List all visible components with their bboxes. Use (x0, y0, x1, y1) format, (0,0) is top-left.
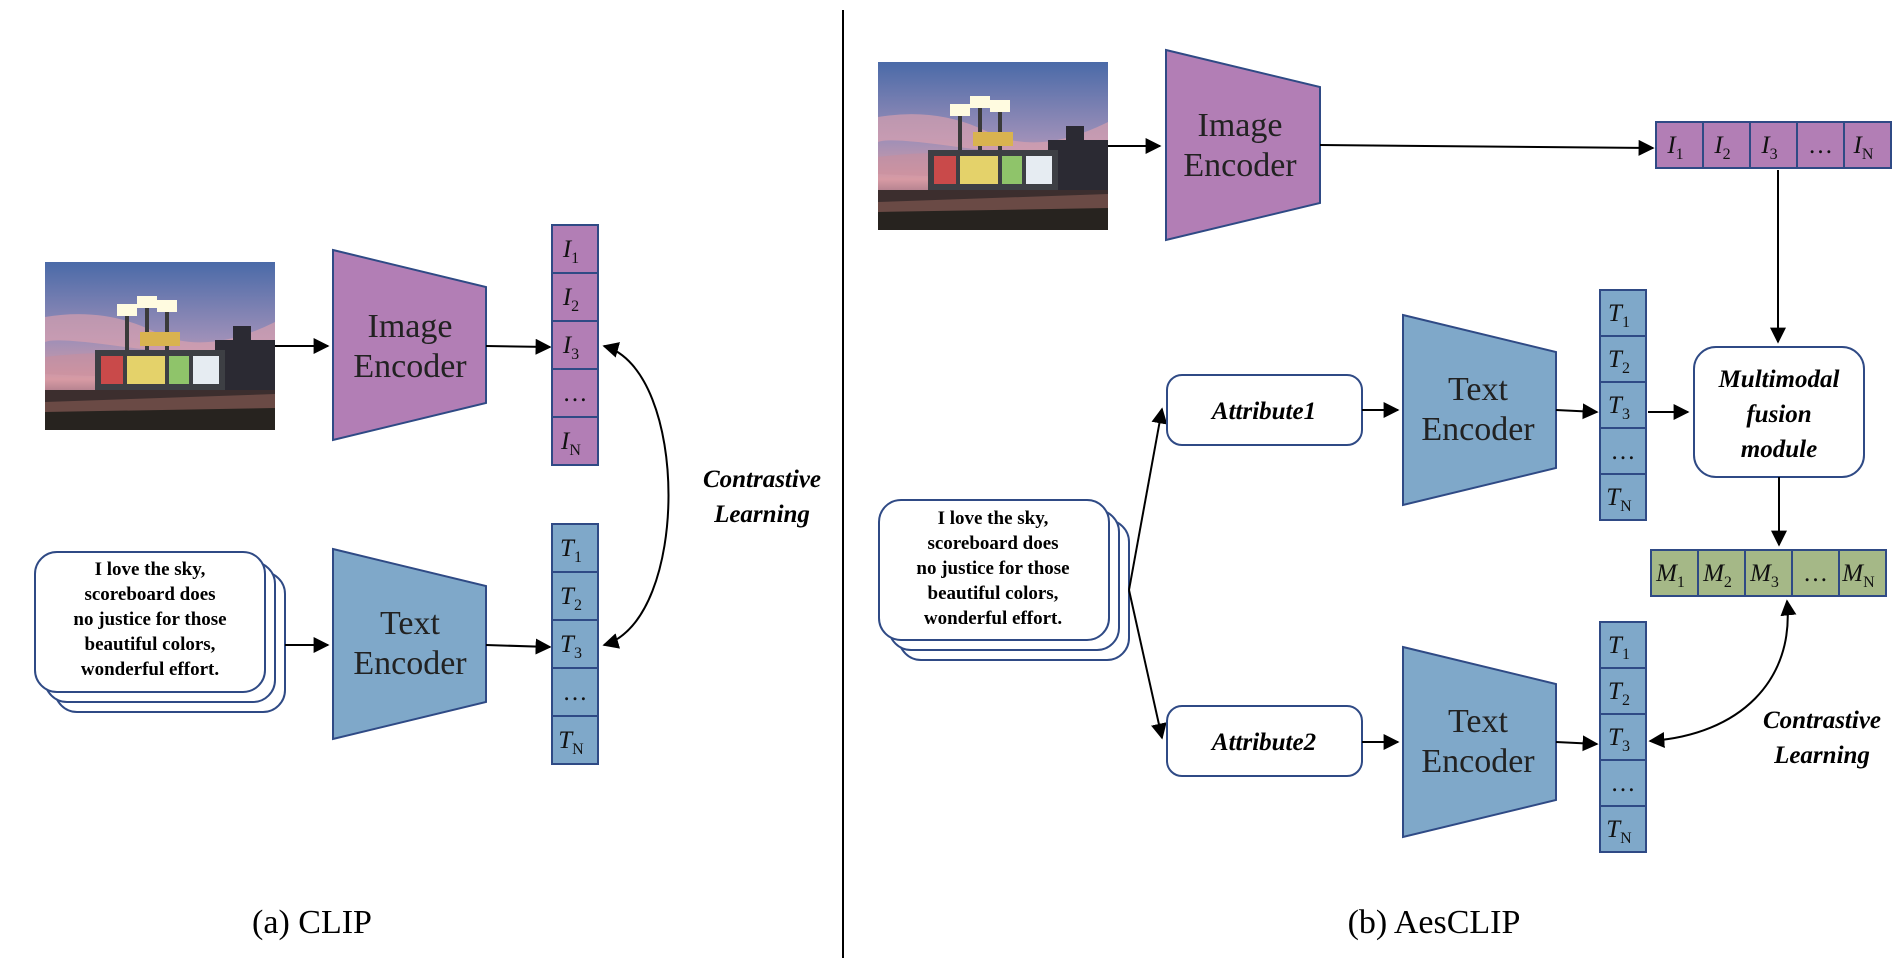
token-cell (551, 416, 599, 466)
aesclip-contrastive-line1: Contrastive (1763, 707, 1881, 734)
clip-image-encoder-line1: Image (368, 308, 453, 345)
clip-contrastive-arrow (602, 342, 670, 649)
aesclip-image-encoder-line2: Encoder (1183, 147, 1297, 184)
aesclip-caption: (b) AesCLIP (1348, 904, 1521, 941)
clip-comment-line5: wonderful effort. (81, 659, 219, 680)
clip-image-encoder-line2: Encoder (353, 348, 467, 385)
token-cell (1791, 549, 1840, 597)
arrow-encoder-to-tokens (485, 338, 552, 355)
fusion-line2: fusion (1746, 401, 1811, 428)
aesclip-comment-line1: I love the sky, (938, 508, 1049, 529)
token-label: … (1611, 770, 1636, 797)
clip-text-encoder-line2: Encoder (353, 645, 467, 682)
token-cell (1655, 121, 1704, 169)
token-label: … (1611, 438, 1636, 465)
aesclip-stadium-photo-icon (878, 62, 1108, 230)
arrow-comment-to-attribute2 (1128, 589, 1167, 740)
clip-caption: (a) CLIP (252, 904, 372, 941)
clip-comment-line1: I love the sky, (95, 559, 206, 580)
clip-comment-stack-icon (34, 551, 286, 713)
clip-comment-line4: beautiful colors, (85, 634, 216, 655)
attribute2-label: Attribute2 (1210, 729, 1316, 756)
aesclip-comment-stack-icon (878, 499, 1130, 661)
token-cell (1599, 381, 1647, 429)
aesclip-text-encoder-2-line2: Encoder (1421, 743, 1535, 780)
clip-image-encoder (332, 248, 487, 442)
arrow-encoder2-to-tokens (1555, 735, 1599, 752)
clip-contrastive-line1: Contrastive (703, 466, 821, 493)
token-cell (1843, 121, 1892, 169)
aesclip-text-encoder-1 (1402, 313, 1557, 507)
aesclip-text-encoder-1-line2: Encoder (1421, 411, 1535, 448)
token-cell (551, 320, 599, 370)
aesclip-comment-line2: scoreboard does (927, 533, 1058, 554)
token-cell (1702, 121, 1751, 169)
clip-comment-line3: no justice for those (73, 609, 226, 630)
clip-text-encoder-line1: Text (380, 605, 440, 642)
aesclip-contrastive-arrow (1648, 599, 1797, 749)
fusion-line1: Multimodal (1718, 366, 1840, 393)
arrow-text-encoder-to-tokens (485, 638, 552, 655)
clip-contrastive-line2: Learning (713, 501, 810, 528)
aesclip-image-encoder-line1: Image (1198, 107, 1283, 144)
token-label: … (1808, 132, 1833, 159)
attribute1-label: Attribute1 (1210, 398, 1316, 425)
token-label: … (1803, 560, 1828, 587)
fusion-line3: module (1741, 436, 1817, 463)
aesclip-text-encoder-1-line1: Text (1448, 371, 1508, 408)
token-cell (551, 368, 599, 418)
token-cell (1599, 667, 1647, 715)
aesclip-comment-line5: wonderful effort. (924, 608, 1062, 629)
token-cell (1749, 121, 1798, 169)
aesclip-text-encoder-2-line1: Text (1448, 703, 1508, 740)
clip-text-encoder (332, 547, 487, 741)
arrow-encoder1-to-tokens (1555, 403, 1599, 420)
token-cell (1599, 473, 1647, 521)
token-cell (1599, 427, 1647, 475)
token-cell (551, 523, 599, 573)
token-cell (1744, 549, 1793, 597)
token-cell (1599, 621, 1647, 669)
aesclip-text-encoder-2 (1402, 645, 1557, 839)
arrow-comment-to-attribute1 (1128, 407, 1168, 591)
aesclip-comment-line4: beautiful colors, (928, 583, 1059, 604)
token-cell (551, 715, 599, 765)
aesclip-comment-line3: no justice for those (916, 558, 1069, 579)
arrow-aes-encoder-to-image-tokens (1319, 139, 1655, 156)
token-label: … (563, 380, 588, 407)
aesclip-contrastive-line2: Learning (1773, 742, 1870, 769)
token-cell (1599, 335, 1647, 383)
token-cell (551, 224, 599, 274)
token-label: … (563, 679, 588, 706)
clip-comment-line2: scoreboard does (84, 584, 215, 605)
token-cell (1599, 805, 1647, 853)
stadium-photo-icon (45, 262, 275, 430)
token-cell (1796, 121, 1845, 169)
aesclip-image-encoder (1165, 48, 1321, 242)
token-cell (1599, 713, 1647, 761)
token-cell (1838, 549, 1887, 597)
token-cell (1599, 759, 1647, 807)
